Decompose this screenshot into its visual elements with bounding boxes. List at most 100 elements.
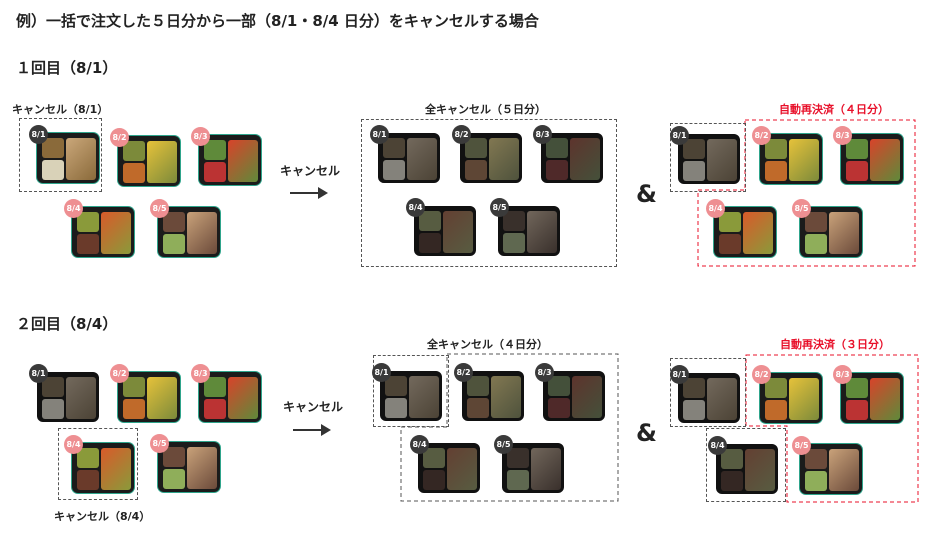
date-badge: 8/3 [191, 127, 210, 146]
bento-box-8-5: 8/5 [792, 199, 862, 257]
bento-box-8-2: 8/2 [752, 365, 822, 423]
date-badge: 8/5 [792, 436, 811, 455]
round2-full-cancel-frame [400, 353, 619, 502]
date-badge: 8/3 [535, 363, 554, 382]
bento-box-8-2: 8/2 [110, 128, 180, 186]
bento-box-8-4: 8/4 [64, 435, 134, 493]
round1-heading: １回目（8/1） [16, 59, 118, 77]
round2-8-1-frame [373, 355, 449, 427]
date-badge: 8/1 [29, 125, 48, 144]
date-badge: 8/4 [708, 436, 727, 455]
round2-rebill-8-1-frame [670, 358, 746, 427]
bento-image [800, 444, 862, 494]
bento-box-8-5: 8/5 [150, 434, 220, 492]
date-badge: 8/1 [372, 363, 391, 382]
round2-rebill-frame [745, 354, 919, 503]
date-badge: 8/5 [150, 199, 169, 218]
bento-image [414, 206, 476, 256]
bento-box-8-5: 8/5 [494, 435, 564, 493]
bento-box-8-4: 8/4 [64, 199, 134, 257]
bento-image [158, 207, 220, 257]
bento-image [760, 134, 822, 184]
bento-box-8-3: 8/3 [833, 365, 903, 423]
bento-image [72, 443, 134, 493]
date-badge: 8/4 [64, 435, 83, 454]
right-arrow-icon [290, 187, 328, 199]
date-badge: 8/3 [191, 364, 210, 383]
bento-box-8-3: 8/3 [535, 363, 605, 421]
bento-box-8-4: 8/4 [708, 436, 778, 494]
round1-cancel-frame [19, 118, 102, 192]
right-arrow-icon [293, 424, 331, 436]
round2-arrow-label: キャンセル [283, 400, 344, 414]
bento-box-8-3: 8/3 [833, 126, 903, 184]
bento-image [118, 136, 180, 186]
round2-cancel-frame [58, 428, 138, 500]
bento-image [543, 371, 605, 421]
date-badge: 8/4 [406, 198, 425, 217]
bento-box-8-4: 8/4 [410, 435, 480, 493]
round1-ampersand: & [636, 180, 657, 208]
bento-box-8-1: 8/1 [670, 365, 740, 423]
bento-image [462, 371, 524, 421]
bento-box-8-1: 8/1 [372, 363, 442, 421]
date-badge: 8/3 [533, 125, 552, 144]
date-badge: 8/4 [64, 199, 83, 218]
bento-box-8-1: 8/1 [29, 125, 99, 183]
date-badge: 8/2 [110, 128, 129, 147]
bento-box-8-2: 8/2 [752, 126, 822, 184]
bento-box-8-4: 8/4 [406, 198, 476, 256]
bento-box-8-3: 8/3 [191, 127, 261, 185]
bento-image [678, 134, 740, 184]
round1-full-cancel-label: 全キャンセル（５日分） [425, 103, 546, 116]
date-badge: 8/2 [110, 364, 129, 383]
date-badge: 8/1 [670, 126, 689, 145]
bento-image [760, 373, 822, 423]
date-badge: 8/5 [792, 199, 811, 218]
bento-image [199, 135, 261, 185]
bento-image [714, 207, 776, 257]
round2-full-cancel-label: 全キャンセル（４日分） [427, 338, 548, 351]
date-badge: 8/2 [454, 363, 473, 382]
round1-cancel-label: キャンセル（8/1） [12, 103, 109, 116]
round2-heading: ２回目（8/4） [16, 315, 118, 333]
date-badge: 8/4 [410, 435, 429, 454]
bento-box-8-5: 8/5 [150, 199, 220, 257]
round1-rebill-frame [697, 119, 916, 267]
bento-image [418, 443, 480, 493]
bento-image [199, 372, 261, 422]
bento-image [158, 442, 220, 492]
bento-image [716, 444, 778, 494]
bento-box-8-4: 8/4 [706, 199, 776, 257]
bento-box-8-2: 8/2 [452, 125, 522, 183]
bento-image [460, 133, 522, 183]
date-badge: 8/5 [490, 198, 509, 217]
date-badge: 8/2 [752, 365, 771, 384]
bento-image [37, 372, 99, 422]
bento-box-8-3: 8/3 [533, 125, 603, 183]
round2-rebill-8-4-frame [706, 428, 786, 502]
date-badge: 8/1 [29, 364, 48, 383]
date-badge: 8/2 [752, 126, 771, 145]
bento-box-8-3: 8/3 [191, 364, 261, 422]
round2-cancel-label: キャンセル（8/4） [54, 510, 151, 523]
date-badge: 8/5 [494, 435, 513, 454]
page-title: 例）一括で注文した５日分から一部（8/1・8/4 日分）をキャンセルする場合 [16, 12, 539, 30]
date-badge: 8/1 [370, 125, 389, 144]
bento-box-8-1: 8/1 [370, 125, 440, 183]
bento-box-8-5: 8/5 [792, 436, 862, 494]
bento-image [72, 207, 134, 257]
bento-image [678, 373, 740, 423]
bento-box-8-2: 8/2 [454, 363, 524, 421]
bento-image [800, 207, 862, 257]
bento-image [541, 133, 603, 183]
bento-box-8-1: 8/1 [29, 364, 99, 422]
bento-image [841, 373, 903, 423]
bento-image [37, 133, 99, 183]
round1-full-cancel-frame [361, 119, 617, 267]
date-badge: 8/1 [670, 365, 689, 384]
bento-box-8-2: 8/2 [110, 364, 180, 422]
date-badge: 8/3 [833, 365, 852, 384]
date-badge: 8/3 [833, 126, 852, 145]
bento-image [378, 133, 440, 183]
